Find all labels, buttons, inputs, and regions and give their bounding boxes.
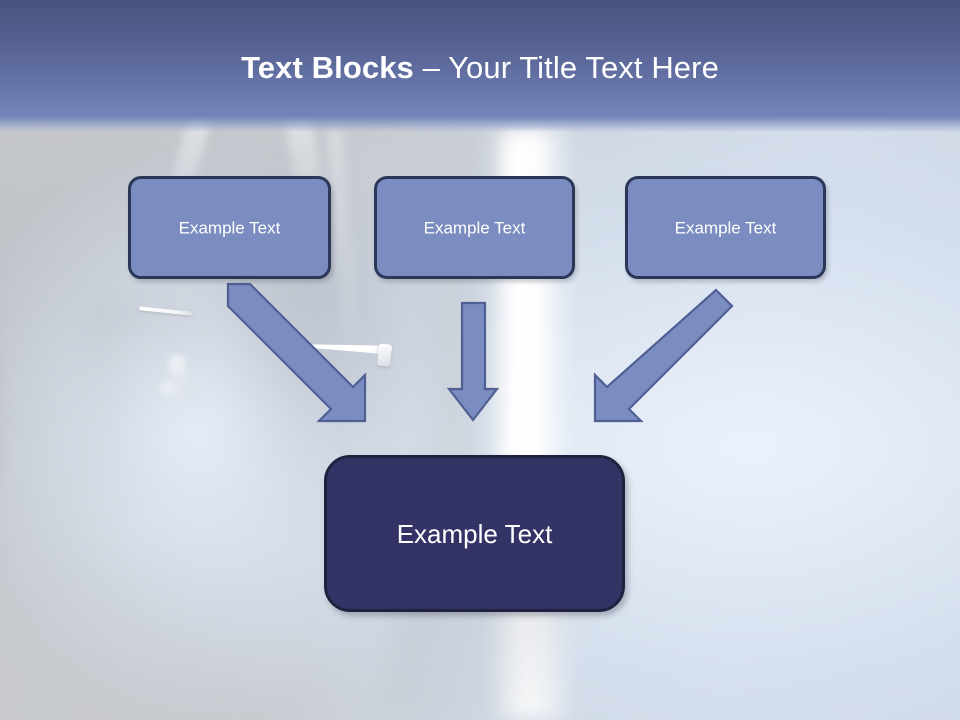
page-title-separator: – <box>413 50 449 85</box>
text-block-box-1[interactable]: Example Text <box>128 176 331 279</box>
text-block-box-2[interactable]: Example Text <box>374 176 575 279</box>
text-block-label: Example Text <box>423 218 526 237</box>
page-title: Text Blocks – Your Title Text Here <box>0 50 960 86</box>
title-bar: Text Blocks – Your Title Text Here <box>0 0 960 132</box>
background-chrome-cap <box>376 343 393 367</box>
text-block-label: Example Text <box>674 218 777 237</box>
page-title-bold: Text Blocks <box>241 50 414 85</box>
text-block-label: Example Text <box>178 218 281 237</box>
text-block-box-3[interactable]: Example Text <box>625 176 826 279</box>
text-block-box-result[interactable]: Example Text <box>324 455 625 612</box>
text-block-label: Example Text <box>396 518 553 549</box>
page-title-rest: Your Title Text Here <box>448 50 719 85</box>
